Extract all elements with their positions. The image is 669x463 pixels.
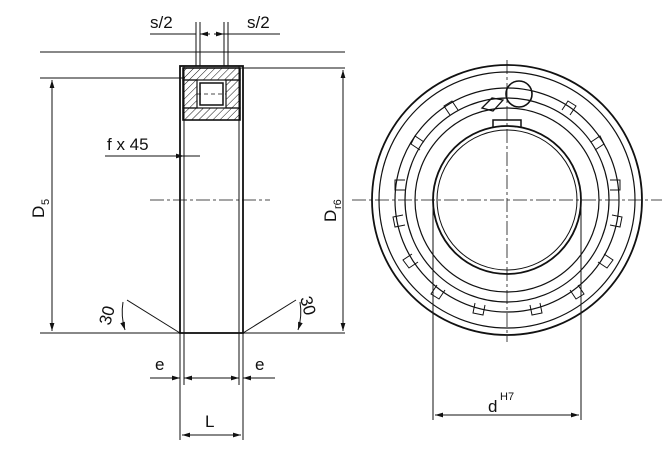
- cage-pockets: [392, 100, 623, 316]
- locking-ball: [505, 80, 533, 108]
- angle-left-line: [126, 299, 181, 334]
- outer-diameter-main: D: [29, 206, 48, 218]
- inner-race-hatch: [182, 107, 241, 121]
- race-diameter-label: D r6: [321, 199, 344, 222]
- angle-right-label-group: 30: [296, 294, 319, 317]
- bore-label-main: d: [488, 397, 497, 416]
- bore-label: d H7: [488, 391, 514, 416]
- s-half-left-label: s/2: [150, 13, 173, 32]
- angle-right-line: [242, 299, 297, 334]
- outer-diameter-sub: 5: [40, 199, 52, 205]
- outer-race-hatch: [182, 67, 241, 81]
- angle-left-label-group: 30: [96, 304, 119, 327]
- angle-left-arc: [120, 301, 126, 331]
- race-diameter-main: D: [321, 210, 340, 222]
- spring-element: [480, 97, 505, 112]
- side-view: [40, 22, 345, 440]
- e-left-label: e: [155, 355, 164, 374]
- chamfer-label: f x 45: [107, 135, 149, 154]
- outer-diameter-label: D 5: [29, 199, 52, 218]
- bore-label-sup: H7: [500, 391, 514, 403]
- s-half-right-label: s/2: [247, 13, 270, 32]
- angle-right-arc: [297, 301, 303, 331]
- front-view: [352, 60, 662, 420]
- side-dimensions: [49, 31, 346, 438]
- angle-left-label: 30: [96, 304, 119, 327]
- left-cage-hatch: [182, 79, 198, 109]
- angle-right-label: 30: [296, 294, 319, 317]
- e-right-label: e: [255, 355, 264, 374]
- race-diameter-sub: r6: [332, 199, 344, 209]
- length-label: L: [205, 412, 214, 431]
- right-cage-hatch: [225, 79, 241, 109]
